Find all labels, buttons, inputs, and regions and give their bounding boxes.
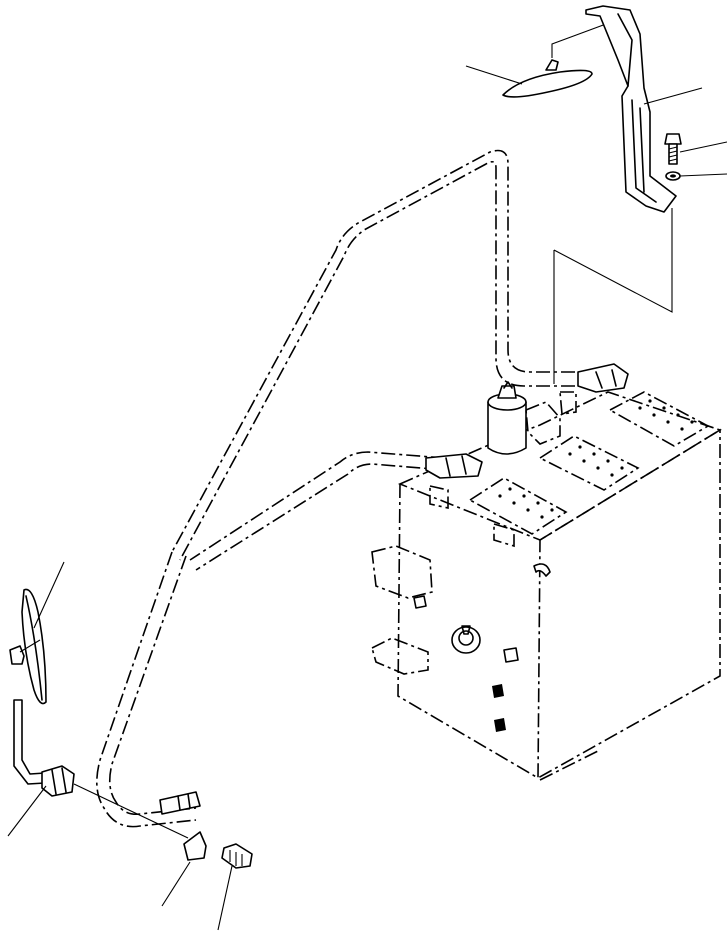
side-mirror-clamp [41,765,75,797]
box-right-face [537,428,721,779]
front-grommet-1 [492,684,504,698]
cab-box [371,381,722,781]
front-plug [503,647,519,663]
box-front-face [397,483,541,780]
mirror-stay-lower [189,451,483,571]
leader-bolt [679,141,727,153]
leader-side-mirror [33,561,65,629]
stay-bottom-clamp [159,791,201,815]
leader-top-mirror [465,65,523,85]
mirror-stay-upper [171,149,629,561]
front-grommet-2 [494,718,506,732]
top-clip-d [493,522,515,548]
top-mirror-pivot [545,59,559,71]
front-bracket-lower [371,637,429,675]
top-clip-c [429,485,449,509]
leader-washer [679,173,727,177]
bracket-bolt-head [664,133,682,145]
side-hook [533,563,551,577]
bottom-bolt [221,843,253,869]
projection-line-bracket [553,208,673,313]
front-switch [451,625,481,654]
leader-side-arm [7,785,47,837]
bottom-fasteners [161,831,253,931]
projection-line-clamp [73,783,189,839]
top-mirror-rod [551,23,607,58]
lower-clamp [425,453,483,479]
top-panels [468,391,710,535]
leader-bottom-bolt [217,865,233,931]
top-mirror-glass [502,69,593,98]
top-clip-b [559,391,577,415]
side-mirror-assembly [7,561,189,839]
top-clip-a [525,401,561,445]
filler-cap [487,381,527,455]
leader-bracket [643,87,703,105]
front-bracket-upper [371,545,433,599]
upper-clamp [577,363,629,393]
leader-bottom-clip [161,861,191,907]
side-mirror-pivot [9,645,25,665]
bottom-clip [183,831,207,861]
mirror-stay-vertical [96,551,201,828]
front-nut [413,595,427,609]
mirror-bracket [585,5,677,213]
top-mirror-assembly [465,5,727,384]
side-mirror-glass [21,588,47,705]
